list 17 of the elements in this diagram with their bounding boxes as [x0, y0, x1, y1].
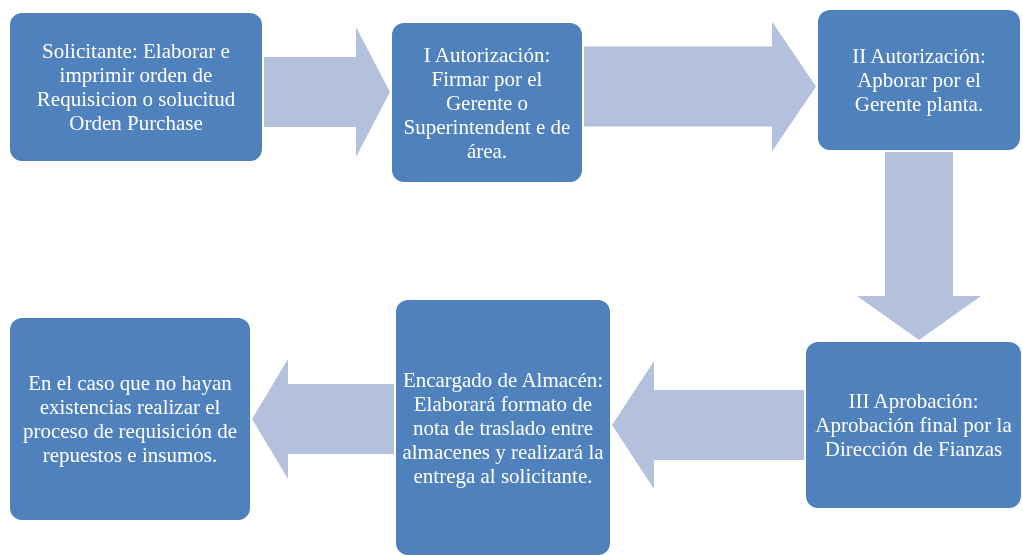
- box-text: Encargado de Almacén: Elaborará formato de nota de traslado entre almacenes y realizará la entrega al solicitante.: [401, 367, 605, 488]
- block-arrow: [252, 359, 394, 479]
- block-arrow: [857, 152, 981, 340]
- process-box: [818, 10, 1020, 150]
- box-text: Solicitante: Elaborar e imprimir orden de Requisicion o solucitud Orden Purchase: [35, 39, 237, 135]
- block-arrow: [264, 27, 390, 157]
- process-box: [392, 23, 582, 182]
- box-text: I Autorización: Firmar por el Gerente o Superintendent e de área.: [402, 42, 572, 163]
- box-text: III Aprobación: Aprobación final por la Dirección de Fianzas: [814, 389, 1013, 461]
- block-arrow: [612, 361, 804, 489]
- box-text: II Autorización: Apborar por el Gerente planta.: [851, 44, 987, 116]
- process-box: [806, 342, 1021, 508]
- block-arrow: [584, 21, 816, 152]
- box-text: En el caso que no hayan existencias realizar el proceso de requisición de repuestos e insumos.: [22, 371, 238, 467]
- process-box: [396, 300, 610, 555]
- process-box: [10, 318, 250, 520]
- process-box: [10, 13, 262, 161]
